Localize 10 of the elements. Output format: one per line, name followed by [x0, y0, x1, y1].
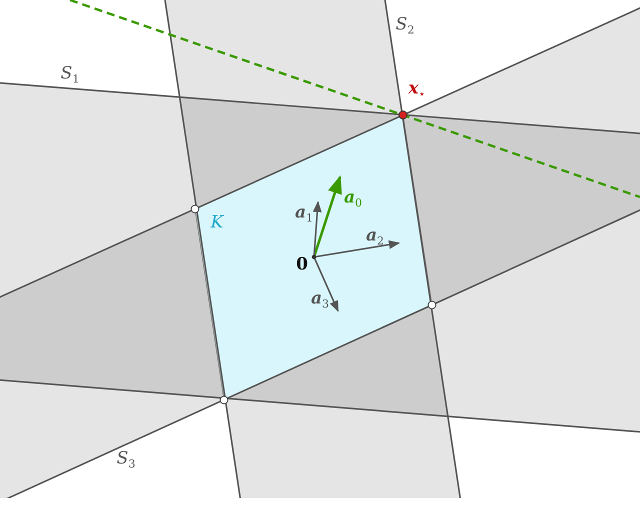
vector-label: a$_{3}$	[311, 290, 329, 310]
set-label: S$_{2}$	[396, 16, 414, 36]
point-label: x$_{⋆}$	[408, 80, 426, 100]
set-label: S$_{1}$	[60, 65, 80, 85]
origin-label: 0	[296, 256, 308, 274]
vector-label: a$_{1}$	[295, 204, 313, 224]
vector-label: a$_{2}$	[366, 227, 384, 247]
set-label: K	[210, 214, 224, 232]
set-label: S$_{3}$	[116, 450, 136, 470]
vector-label: a$_{0}$	[344, 189, 362, 209]
